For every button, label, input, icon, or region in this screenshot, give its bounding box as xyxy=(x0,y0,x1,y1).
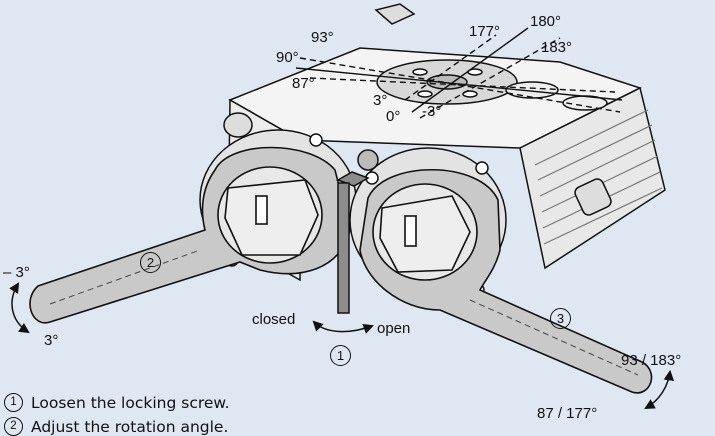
instruction-step-1: 1 Loosen the locking screw. xyxy=(4,393,230,412)
open-label: open xyxy=(377,320,411,337)
angle-label-93: 93° xyxy=(311,29,334,46)
right-wrench-bottom-angle: 87 / 177° xyxy=(537,405,598,422)
angle-label-180: 180° xyxy=(530,13,562,30)
hex-key xyxy=(336,149,379,314)
right-wrench xyxy=(359,168,653,394)
right-wrench-top-angle: 93 / 183° xyxy=(621,352,682,369)
hex-key-rotation-arrow xyxy=(312,320,374,334)
right-wrench-number: 3 xyxy=(550,308,571,329)
step-text: Loosen the locking screw. xyxy=(31,393,230,412)
right-wrench-rotation-arrow xyxy=(644,369,675,410)
angle-label-90: 90° xyxy=(276,49,299,66)
closed-label: closed xyxy=(252,311,296,328)
angle-label-minus-3: -3° xyxy=(422,103,442,120)
angle-lines xyxy=(295,27,623,119)
step-number: 2 xyxy=(4,417,23,436)
hex-key-number: 1 xyxy=(330,345,351,366)
angle-label-183: 183° xyxy=(541,39,573,56)
instruction-step-2: 2 Adjust the rotation angle. xyxy=(4,417,228,436)
left-wrench-rotation-arrow xyxy=(9,282,30,334)
angle-label-0: 0° xyxy=(386,108,401,125)
left-wrench xyxy=(29,146,351,324)
left-wrench-bottom-angle: 3° xyxy=(44,332,59,349)
actuator-housing xyxy=(223,3,666,282)
step-text: Adjust the rotation angle. xyxy=(31,417,229,436)
step-number: 1 xyxy=(4,393,23,412)
angle-label-177: 177° xyxy=(469,23,501,40)
left-wrench-top-angle: – 3° xyxy=(3,264,30,281)
angle-label-3: 3° xyxy=(373,92,388,109)
angle-label-87: 87° xyxy=(292,75,315,92)
left-wrench-number: 2 xyxy=(140,252,161,273)
